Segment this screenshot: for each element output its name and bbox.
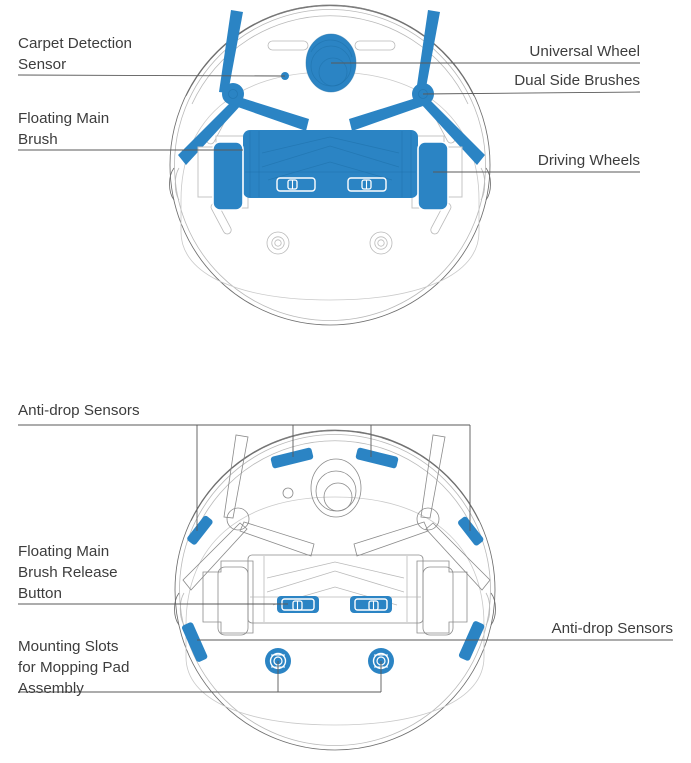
universal-wheel-outline-bottom xyxy=(310,458,362,518)
driving-wheel-left xyxy=(212,141,244,211)
label-dual-side-brushes: Dual Side Brushes xyxy=(514,72,640,89)
anti-drop-sensor-side-left xyxy=(187,515,213,545)
anti-drop-sensor-front-right xyxy=(355,447,399,469)
side-brush-right-outline xyxy=(353,434,491,591)
label-floating-main-brush-line1: Floating Main xyxy=(18,110,109,127)
label-anti-drop-sensors-right: Anti-drop Sensors xyxy=(551,620,673,637)
side-brush-left xyxy=(178,10,309,165)
top-view-leaders xyxy=(17,62,641,173)
carpet-detection-sensor-hole xyxy=(282,487,294,499)
main-brush-outline-bottom xyxy=(202,554,468,636)
driving-wheel-right xyxy=(417,141,449,211)
robot-body-outline-top xyxy=(169,4,491,326)
screw-bosses-top xyxy=(266,231,393,255)
label-floating-main-brush-line2: Brush xyxy=(18,131,58,148)
anti-drop-sensor-rear-right xyxy=(458,621,485,661)
label-mounting-slots-line2: for Mopping Pad xyxy=(18,659,129,676)
top-view-group: Carpet Detection Sensor Floating Main Br… xyxy=(17,4,641,326)
side-brush-right xyxy=(349,10,485,165)
label-release-button-line1: Floating Main xyxy=(18,543,109,560)
bottom-view-leaders xyxy=(18,424,673,693)
label-anti-drop-sensors-top: Anti-drop Sensors xyxy=(18,402,140,419)
label-release-button-line3: Button xyxy=(18,585,62,602)
label-universal-wheel: Universal Wheel xyxy=(529,43,640,60)
label-driving-wheels: Driving Wheels xyxy=(538,152,641,169)
main-brush-tab-right xyxy=(347,177,387,192)
main-brush-release-button-right[interactable] xyxy=(350,596,392,613)
label-mounting-slots-line3: Assembly xyxy=(18,680,84,697)
label-carpet-detection-sensor-line2: Sensor xyxy=(18,56,66,73)
floating-main-brush xyxy=(243,130,418,198)
bottom-view-group: Anti-drop Sensors Floating Main Brush Re… xyxy=(18,402,673,751)
label-release-button-line2: Brush Release xyxy=(18,564,118,581)
label-carpet-detection-sensor-line1: Carpet Detection xyxy=(18,35,132,52)
main-brush-tab-left xyxy=(276,177,316,192)
anti-drop-sensor-front-left xyxy=(270,447,314,469)
anti-drop-sensor-rear-left xyxy=(182,622,208,662)
main-brush-release-button-left[interactable] xyxy=(277,596,319,613)
label-mounting-slots-line1: Mounting Slots xyxy=(18,638,119,655)
robot-body-outline-bottom xyxy=(174,429,496,751)
anti-drop-sensor-side-right xyxy=(458,516,484,546)
side-brush-left-outline xyxy=(182,434,315,591)
